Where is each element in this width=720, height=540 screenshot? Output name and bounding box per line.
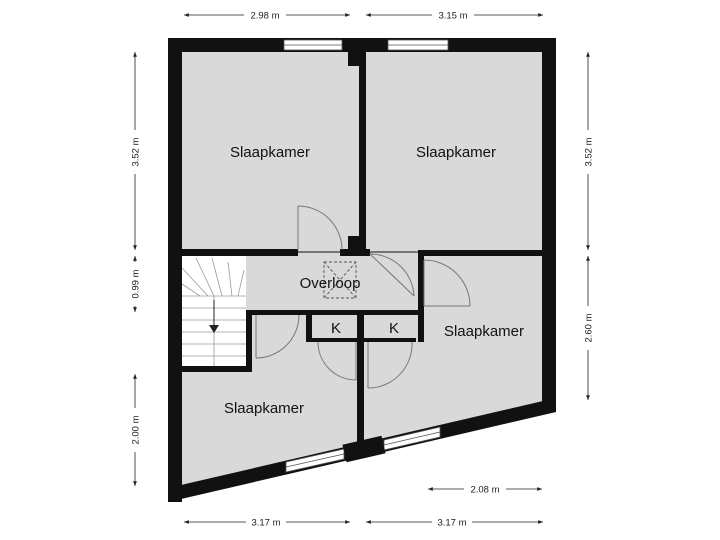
dimension-right-lower: 2.60 m	[584, 313, 595, 342]
room-label-slaapkamer-top-left: Slaapkamer	[230, 144, 310, 161]
floor-area	[168, 38, 556, 502]
room-label-slaapkamer-top-right: Slaapkamer	[416, 144, 496, 161]
stair-direction-arrow	[209, 300, 219, 333]
interior-walls	[182, 38, 542, 463]
cupboard-label-1: K	[331, 320, 341, 337]
cupboard-label-2: K	[389, 320, 399, 337]
dimension-top-right: 3.15 m	[438, 11, 467, 22]
dimension-left-middle: 0.99 m	[131, 269, 142, 298]
windows-bottom	[285, 426, 441, 473]
room-label-overloop: Overloop	[300, 275, 361, 292]
dimension-left-upper: 3.52 m	[131, 137, 142, 166]
dimension-bottom-left: 3.17 m	[251, 518, 280, 529]
dimension-bottom-right-inner: 2.08 m	[470, 485, 499, 496]
dimension-left-lower: 2.00 m	[131, 415, 142, 444]
doors	[255, 205, 471, 389]
stairs	[181, 257, 246, 368]
dimension-top-left: 2.98 m	[250, 11, 279, 22]
windows-top	[283, 39, 449, 51]
room-label-slaapkamer-right: Slaapkamer	[444, 323, 524, 340]
dimension-bottom-right: 3.17 m	[437, 518, 466, 529]
dimension-right-upper: 3.52 m	[584, 137, 595, 166]
dimension-label-backgrounds	[129, 9, 594, 528]
room-label-slaapkamer-bottom-left: Slaapkamer	[224, 400, 304, 417]
door-frames	[252, 251, 418, 341]
attic-hatch	[323, 261, 357, 299]
